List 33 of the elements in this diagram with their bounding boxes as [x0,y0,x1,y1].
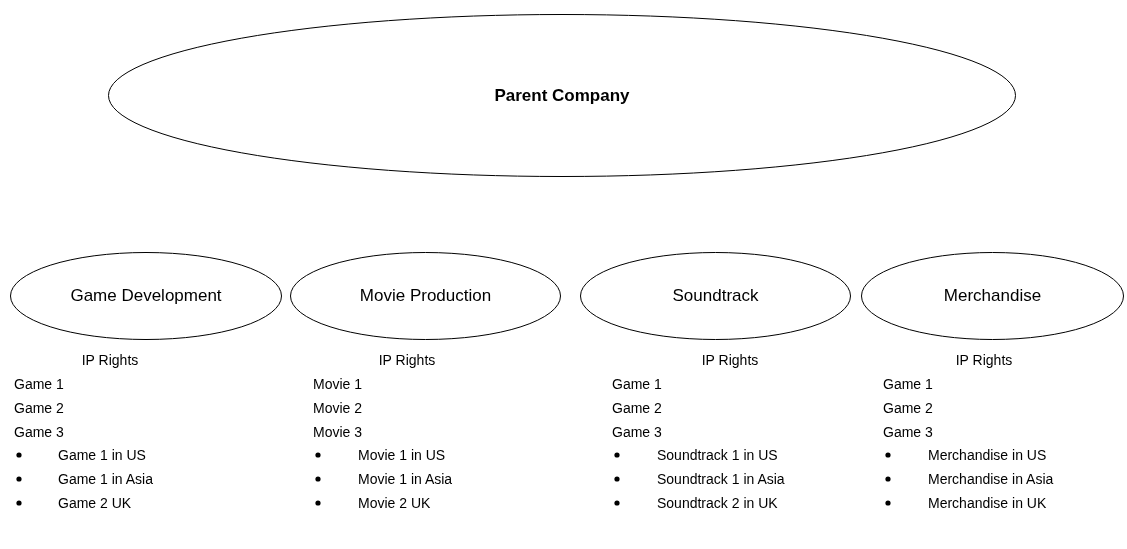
bullet-item: Merchandise in UK [928,494,1047,512]
list-item: Movie 2 [313,399,363,417]
bullet-item: Movie 1 in US [358,446,446,464]
ellipse-label: Merchandise [943,286,1042,306]
bullet-item: Soundtrack 1 in Asia [657,470,785,488]
list-item: Game 3 [14,423,64,441]
bullet-item: Movie 2 UK [358,494,431,512]
list-item: Game 3 [883,423,933,441]
column-heading: IP Rights [701,351,759,369]
list-item: Movie 3 [313,423,363,441]
list-item: Game 1 [612,375,662,393]
list-item: Movie 1 [313,375,363,393]
bullet-item: Merchandise in US [928,446,1047,464]
bullet-item: Movie 1 in Asia [358,470,453,488]
ellipse-label: Soundtrack [672,286,759,306]
ellipse-label: Parent Company [494,85,630,106]
bullet-item: Soundtrack 1 in US [657,446,778,464]
bullet-item: Game 1 in US [58,446,146,464]
list-item: Game 2 [14,399,64,417]
ellipse-label: Movie Production [359,286,492,306]
list-item: Game 2 [883,399,933,417]
column-heading: IP Rights [378,351,436,369]
column-heading: IP Rights [81,351,139,369]
bullet-item: Game 2 UK [58,494,132,512]
list-item: Game 1 [883,375,933,393]
ellipse-label: Game Development [70,286,222,306]
list-item: Game 2 [612,399,662,417]
bullet-item: Game 1 in Asia [58,470,153,488]
bullet-item: Soundtrack 2 in UK [657,494,778,512]
bullet-item: Merchandise in Asia [928,470,1054,488]
list-item: Game 1 [14,375,64,393]
list-item: Game 3 [612,423,662,441]
column-heading: IP Rights [955,351,1013,369]
